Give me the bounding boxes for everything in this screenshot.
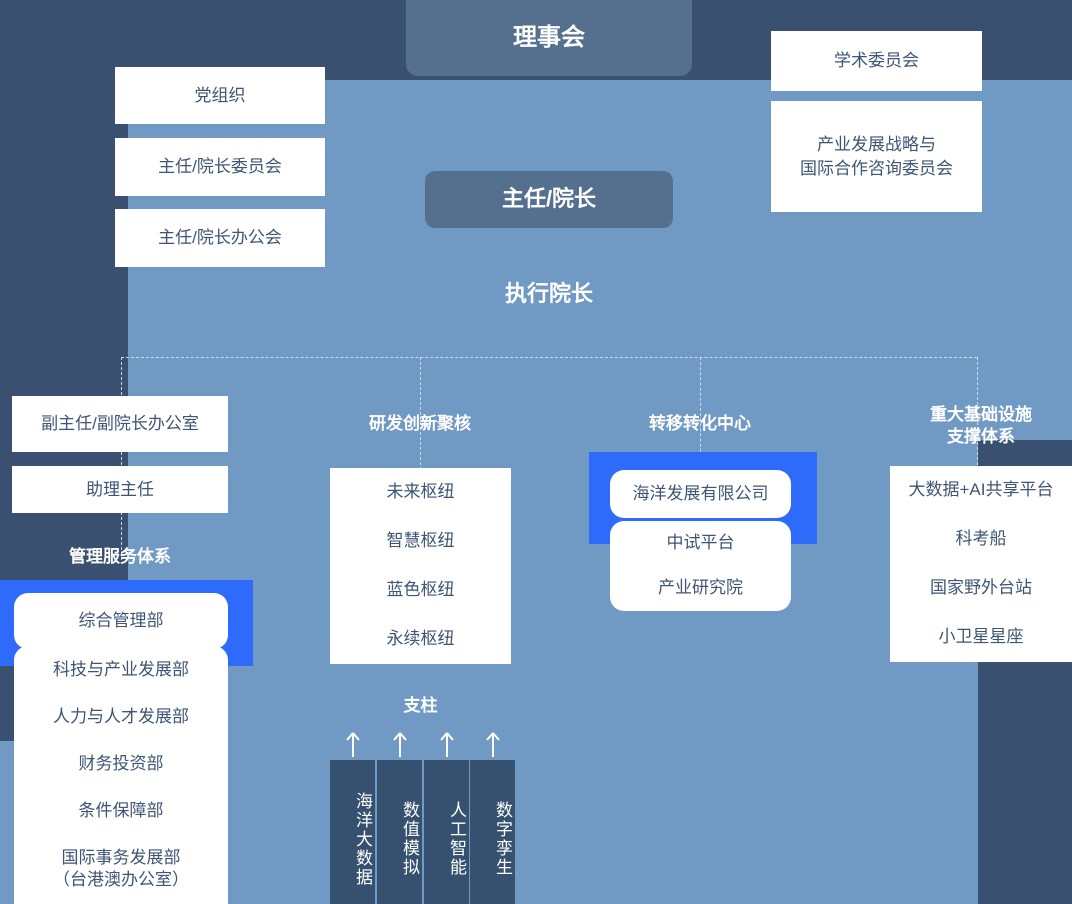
node-director-committee-label: 主任/院长委员会 [158,157,282,177]
arrow-up-icon [482,730,504,758]
section-title-major-infrastructure: 重大基础设施 支撑体系 [890,404,1072,448]
node-industry-advisory-line1: 产业发展战略与 [817,135,936,155]
list-item[interactable]: 产业研究院 [658,578,743,598]
section-title-rd-innovation-label: 研发创新聚核 [369,414,471,433]
right-blue-strip [978,80,1072,440]
connector-vertical-left [121,357,122,560]
pillar-artificial-intelligence[interactable]: 人工智能 [424,760,469,904]
pillar-marine-big-data[interactable]: 海洋大数据 [330,760,375,904]
node-assistant-director-label: 助理主任 [86,479,154,499]
pillar-digital-twin-label: 数字孪生 [493,801,512,877]
node-industry-advisory-committee[interactable]: 产业发展战略与 国际合作咨询委员会 [771,101,982,212]
connector-horizontal-main [121,357,977,358]
section-title-transfer-center-label: 转移转化中心 [649,414,751,433]
list-item[interactable]: 小卫星星座 [938,627,1024,647]
list-item[interactable]: 蓝色枢纽 [386,580,455,600]
list-item[interactable]: 人力与人才发展部 [53,706,189,726]
list-item[interactable]: 未来枢纽 [386,482,455,502]
node-board-label: 理事会 [513,24,585,52]
node-academic-committee-label: 学术委员会 [834,51,919,71]
node-director-label: 主任/院长 [501,186,597,212]
node-industry-advisory-line2: 国际合作咨询委员会 [800,158,953,178]
node-marine-development-company-label: 海洋发展有限公司 [632,483,769,503]
connector-vertical-center [420,357,421,470]
node-party-organization[interactable]: 党组织 [115,67,325,124]
list-item[interactable]: 永续枢纽 [386,629,455,649]
list-item[interactable]: 国家野外台站 [930,578,1032,598]
section-title-major-infrastructure-line1: 重大基础设施 [930,405,1032,424]
department-list[interactable]: 科技与产业发展部 人力与人才发展部 财务投资部 条件保障部 国际事务发展部 （台… [14,646,228,904]
node-deputy-director-office[interactable]: 副主任/副院长办公室 [12,396,228,452]
list-item[interactable]: 财务投资部 [78,753,164,773]
list-item[interactable]: 中试平台 [666,533,735,553]
node-director[interactable]: 主任/院长 [425,171,673,228]
node-party-organization-label: 党组织 [194,85,246,105]
connector-vertical-transfer [700,357,701,467]
node-executive-dean-label: 执行院长 [504,281,593,306]
node-general-management-department-label: 综合管理部 [78,610,164,630]
section-title-rd-innovation: 研发创新聚核 [320,413,520,435]
node-director-office-meeting[interactable]: 主任/院长办公会 [115,209,325,267]
arrow-up-icon [436,730,458,758]
infrastructure-list[interactable]: 大数据+AI共享平台 科考船 国家野外台站 小卫星星座 [890,466,1072,662]
node-director-committee[interactable]: 主任/院长委员会 [115,138,325,196]
pillar-numerical-simulation[interactable]: 数值模拟 [377,760,422,904]
arrow-up-icon [389,730,411,758]
connector-vertical-right [977,357,978,465]
hub-list[interactable]: 未来枢纽 智慧枢纽 蓝色枢纽 永续枢纽 [330,468,511,664]
node-academic-committee[interactable]: 学术委员会 [771,31,982,91]
list-item[interactable]: 智慧枢纽 [386,531,455,551]
section-title-management-service: 管理服务体系 [12,546,228,568]
pillar-marine-big-data-label: 海洋大数据 [353,791,372,887]
node-executive-dean: 执行院长 [425,276,673,308]
list-item-international-affairs[interactable]: 国际事务发展部 （台港澳办公室） [14,845,228,893]
section-title-transfer-center: 转移转化中心 [600,413,800,435]
transfer-item-list[interactable]: 中试平台 产业研究院 [610,521,791,611]
list-item[interactable]: 科考船 [955,529,1007,549]
node-board[interactable]: 理事会 [406,0,692,76]
section-title-pillars-label: 支柱 [403,696,438,715]
pillar-numerical-simulation-label: 数值模拟 [400,801,419,877]
pillar-digital-twin[interactable]: 数字孪生 [470,760,515,904]
section-title-pillars: 支柱 [330,695,511,717]
section-title-management-service-label: 管理服务体系 [69,547,171,566]
node-director-office-meeting-label: 主任/院长办公会 [158,228,282,248]
node-general-management-department[interactable]: 综合管理部 [14,593,228,649]
list-item-line1: 国际事务发展部 [61,848,181,868]
list-item[interactable]: 条件保障部 [78,801,164,821]
list-item[interactable]: 科技与产业发展部 [53,659,189,679]
section-title-major-infrastructure-line2: 支撑体系 [947,427,1015,447]
node-assistant-director[interactable]: 助理主任 [12,466,228,513]
pillar-artificial-intelligence-label: 人工智能 [447,801,466,877]
list-item[interactable]: 大数据+AI共享平台 [908,480,1054,500]
node-marine-development-company[interactable]: 海洋发展有限公司 [610,470,791,518]
node-deputy-director-office-label: 副主任/副院长办公室 [41,414,199,434]
list-item-line2: （台港澳办公室） [53,870,189,890]
arrow-up-icon [342,730,364,758]
